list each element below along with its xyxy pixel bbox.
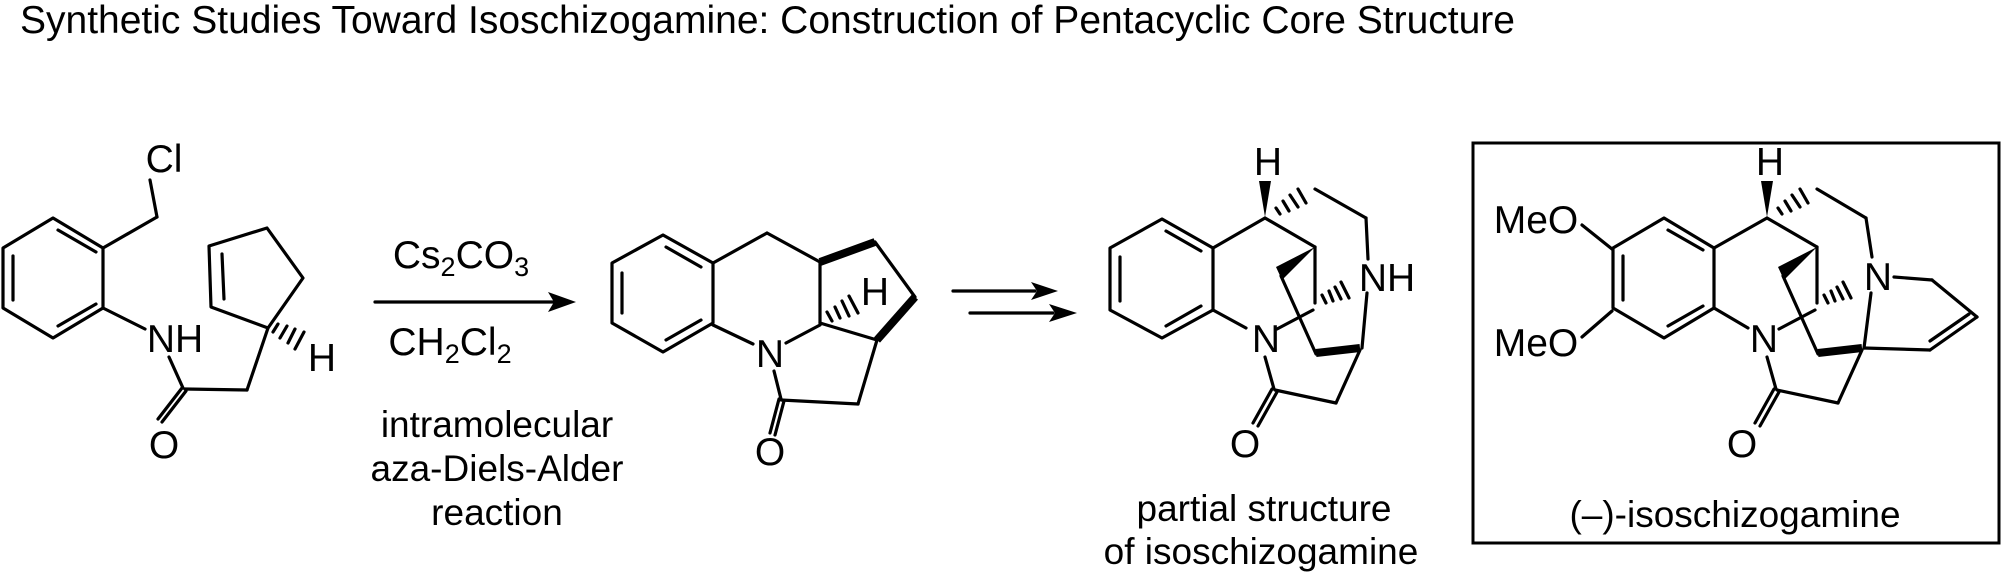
reaction-arrow-group: Cs2CO3 CH2Cl2 intramolecular aza-Diels-A… — [371, 234, 624, 533]
aryl-nitrogen-label: N — [1252, 318, 1280, 361]
solvent-subscript: 2 — [497, 339, 512, 369]
substrate-hash-bond — [271, 322, 306, 351]
reagent-subscript: 3 — [514, 252, 529, 282]
double-arrow-top-head — [1031, 282, 1058, 300]
aryl-nitrogen-label: N — [1750, 318, 1778, 361]
methoxy-bottom-label: MeO — [1494, 322, 1579, 365]
lactam-oxygen-label: O — [755, 431, 785, 474]
retrosynthesis-double-arrow — [951, 282, 1077, 322]
isoschizogamine-structure: MeO MeO H N N O — [1494, 141, 1979, 466]
double-arrow-bottom-head — [1049, 304, 1077, 322]
lactam-oxygen-label: O — [1727, 423, 1757, 466]
reagent-subscript: 2 — [441, 252, 456, 282]
amide-nh-label: NH — [147, 318, 203, 361]
solvent-label: CH2Cl2 — [388, 321, 511, 369]
partial-hash-bond-aminal — [1320, 280, 1351, 305]
methoxy-top-label: MeO — [1494, 199, 1579, 242]
reaction-note-line2: aza-Diels-Alder — [371, 448, 624, 489]
scheme-title: Synthetic Studies Toward Isoschizogamine… — [20, 0, 1515, 42]
carbonyl-oxygen-label: O — [149, 424, 179, 467]
partial-structure: H NH N O partial structure of isoschizog… — [1104, 141, 1419, 572]
stereo-h-label: H — [1254, 141, 1282, 184]
chlorine-label: Cl — [146, 138, 183, 181]
substrate-structure: Cl NH O H — [1, 138, 336, 467]
reaction-note-line1: intramolecular — [381, 404, 613, 445]
stereo-h-label: H — [1756, 141, 1784, 184]
isoschizogamine-box — [1471, 141, 2001, 545]
partial-bonds — [1108, 181, 1370, 428]
cycloadduct-hash-bond — [825, 294, 860, 323]
isoschizogamine-caption: (–)-isoschizogamine — [1569, 494, 1900, 535]
solvent-part: Cl — [460, 321, 497, 364]
isoschizogamine-bonds — [1580, 181, 1979, 428]
reagent-part: CO — [456, 234, 515, 277]
amine-nitrogen-label: N — [1864, 256, 1892, 299]
partial-caption-line2: of isoschizogamine — [1104, 531, 1419, 572]
cycloadduct-bonds — [610, 231, 918, 437]
solvent-subscript: 2 — [445, 339, 460, 369]
amine-nh-label: NH — [1359, 257, 1415, 300]
isoschizogamine-hash-bond-aminal — [1822, 280, 1853, 305]
reagent-part: Cs — [393, 234, 441, 277]
reaction-note-line3: reaction — [431, 492, 563, 533]
stereo-h-label: H — [861, 271, 889, 314]
cycloadduct-structure: N H O — [610, 231, 918, 474]
lactam-oxygen-label: O — [1230, 423, 1260, 466]
partial-hash-bond-top — [1274, 187, 1308, 216]
substrate-bonds — [1, 178, 305, 424]
reagent-label: Cs2CO3 — [393, 234, 529, 282]
isoschizogamine-box-group: MeO MeO H N N O (–)-isoschizogamine — [1471, 141, 2001, 545]
solvent-part: CH — [388, 321, 444, 364]
isoschizogamine-hash-bond-top — [1776, 187, 1810, 216]
partial-caption-line1: partial structure — [1137, 488, 1392, 529]
reaction-arrow-head — [548, 292, 576, 312]
stereo-h-label: H — [308, 337, 336, 380]
ring-nitrogen-label: N — [756, 333, 784, 376]
